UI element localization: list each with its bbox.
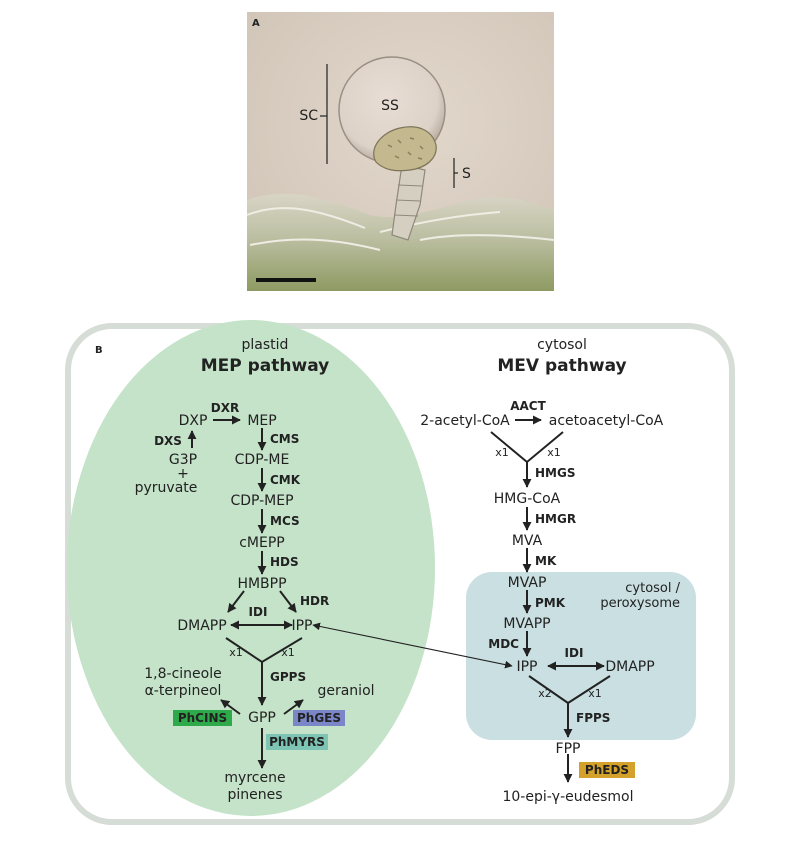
mep-enzymes: DXR DXS CMS CMK MCS HDS HDR IDI GPPS [154,401,329,684]
enzyme-hmgs: HMGS [535,466,575,480]
metabolite-g3p: G3P [169,452,197,468]
mev-enzymes: AACT HMGS HMGR MK PMK MDC IDI FPPS [488,399,610,725]
product-pinenes: pinenes [227,787,282,803]
mep-pathway-title: MEP pathway [201,356,330,376]
plus-sign: + [177,466,189,482]
metabolite-gpp: GPP [248,710,276,726]
mev-metabolites: 2-acetyl-CoA acetoacetyl-CoA HMG-CoA MVA… [420,413,663,805]
metabolite-mva: MVA [512,533,543,549]
arrow-gpp-geraniol [283,699,304,715]
metabolite-cdp-mep: CDP-MEP [230,493,293,509]
trichome-stalk [391,164,426,241]
product-cineole: 1,8-cineole [144,666,221,682]
mep-metabolites: DXP MEP G3P + pyruvate CDP-ME CDP-MEP cM… [135,413,375,803]
enzyme-mk: MK [535,554,557,568]
mev-arrows [490,415,611,783]
enzyme-idi-plastid: IDI [249,605,268,619]
metabolite-cmepp: cMEPP [239,535,285,551]
metabolite-dmapp-cytosol: DMAPP [605,659,654,675]
enzyme-phmyrs: PhMYRS [269,735,325,749]
stoich-mep-right: x1 [281,646,295,659]
stoich-aact-left: x1 [495,446,509,459]
enzyme-mcs: MCS [270,514,300,528]
peroxisome-label-line2: peroxysome [600,596,680,611]
stoich-mep-left: x1 [229,646,243,659]
enzyme-pmk: PMK [535,596,566,610]
sc-label: SC [299,108,318,124]
metabolite-mep: MEP [247,413,276,429]
secretory-texture [387,137,424,160]
enzyme-gpps: GPPS [270,670,306,684]
phcins-box [173,710,232,726]
mev-pathway-title: MEV pathway [497,356,626,376]
plastid-label: plastid [242,337,289,353]
secretory-cells [373,126,437,172]
product-eudesmol: 10-epi-γ-eudesmol [502,789,633,805]
ipp-exchange-arrow [312,622,513,669]
enzyme-aact: AACT [510,399,546,413]
product-myrcene: myrcene [224,770,285,786]
arrow-gpp-cineole [220,699,241,715]
panel-b: B plastid MEP pathway cytosol MEV pathwa… [65,320,735,825]
metabolite-acetoacetyl-coa: acetoacetyl-CoA [549,413,664,429]
peroxisome-compartment [466,572,696,740]
product-geraniol: geraniol [317,683,374,699]
metabolite-dmapp-plastid: DMAPP [177,618,226,634]
pheds-box [579,762,635,778]
metabolite-cdp-me: CDP-ME [235,452,290,468]
enzyme-cmk: CMK [270,473,301,487]
peroxisome-label-line1: cytosol / [625,581,680,596]
phmyrs-box [266,734,328,750]
enzyme-pheds: PhEDS [585,763,629,777]
metabolite-hmg-coa: HMG-CoA [494,491,561,507]
metabolite-hmbpp: HMBPP [237,576,286,592]
stalk-septa [393,184,423,217]
mep-arrows [187,415,304,769]
metabolite-pyruvate: pyruvate [135,480,198,496]
metabolite-fpp: FPP [556,741,581,757]
phges-box [293,710,345,726]
scale-bar [256,278,316,282]
plastid-compartment [67,320,435,816]
metabolite-mvap: MVAP [508,575,547,591]
enzyme-dxr: DXR [211,401,239,415]
metabolite-acetyl-coa: 2-acetyl-CoA [420,413,510,429]
panel-a-micrograph: A SC SS S [246,12,555,291]
stoich-fpps-right: x1 [588,687,602,700]
cytosol-label: cytosol [537,337,587,353]
enzyme-idi-cytosol: IDI [565,646,584,660]
arrow-hmbpp-dmapp [227,590,245,613]
ss-label: SS [381,98,399,114]
metabolite-ipp-plastid: IPP [291,618,312,634]
panel-b-letter: B [95,345,103,356]
enzyme-hds: HDS [270,555,299,569]
enzyme-dxs: DXS [154,434,182,448]
enzyme-mdc: MDC [488,637,519,651]
stoich-fpps-left: x2 [538,687,552,700]
metabolite-mvapp: MVAPP [503,616,550,632]
enzyme-hdr: HDR [300,594,329,608]
enzyme-phcins: PhCINS [178,711,227,725]
enzyme-hmgr: HMGR [535,512,576,526]
enzyme-cms: CMS [270,432,299,446]
s-label: S [462,166,471,182]
enzyme-fpps: FPPS [576,711,610,725]
cell-walls [246,207,555,251]
metabolite-ipp-cytosol: IPP [516,659,537,675]
metabolite-dxp: DXP [179,413,208,429]
stoich-aact-right: x1 [547,446,561,459]
leaf-tissue [247,193,554,291]
arrow-hmbpp-ipp [279,590,297,613]
enzyme-phges: PhGES [297,711,341,725]
panel-a-letter: A [252,18,260,29]
product-terpineol: α-terpineol [145,683,222,699]
